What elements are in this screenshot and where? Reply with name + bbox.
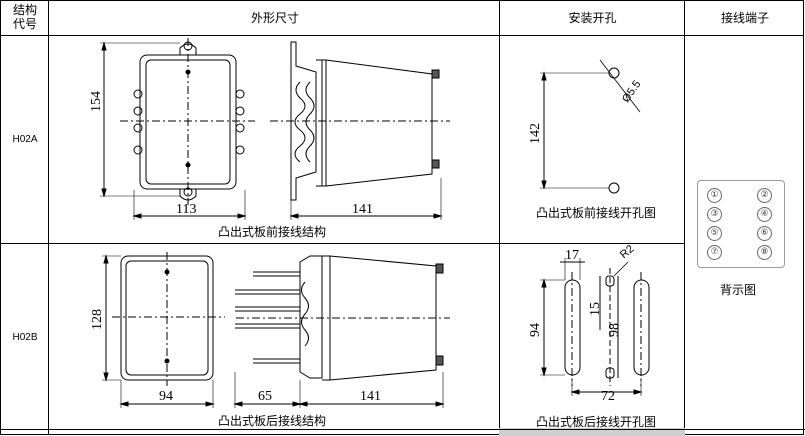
header-terminal: 接线端子 [720, 11, 769, 25]
header-code-line2: 代号 [12, 17, 37, 31]
h02b-dim-height: 128 [90, 309, 105, 330]
h02b-mount-slot-length: 94 [528, 323, 543, 337]
terminal-8: ⑧ [757, 245, 772, 260]
terminal-1: ① [707, 188, 722, 203]
h02a-side-view [270, 41, 450, 220]
h02b-front-view [102, 252, 225, 408]
h02a-mount-diagram [540, 59, 641, 194]
header-dims: 外形尺寸 [250, 11, 299, 25]
row-code-h02a: H02A [12, 134, 38, 145]
h02b-side-view [233, 255, 450, 408]
h02b-mount-slot-width: 17 [565, 248, 579, 263]
header-mount: 安装开孔 [568, 11, 617, 25]
h02b-dim-depth: 141 [360, 389, 381, 404]
terminal-back-view: ① ② ③ ④ ⑤ ⑥ ⑦ ⑧ [697, 180, 785, 268]
terminal-5: ⑤ [707, 226, 722, 241]
h02b-dim-rear: 65 [258, 389, 272, 404]
h02a-dim-height: 154 [89, 91, 104, 112]
h02a-front-view [100, 38, 255, 220]
header-code: 结构 代号 [4, 3, 46, 31]
h02b-dim-width: 94 [159, 389, 173, 404]
h02b-mount-spacing: 72 [601, 389, 615, 404]
h02a-dim-width: 113 [176, 202, 197, 217]
terminal-6: ⑥ [757, 226, 772, 241]
terminal-caption: 背示图 [720, 283, 757, 297]
terminal-2: ② [757, 188, 772, 203]
h02a-mount-caption: 凸出式板前接线开孔图 [536, 206, 657, 220]
h02b-dims-caption: 凸出式板后接线结构 [218, 414, 327, 428]
header-code-line1: 结构 [12, 3, 37, 17]
h02a-mount-height: 142 [528, 123, 543, 144]
h02b-mount-pitch: 98 [607, 323, 622, 337]
h02a-dims-caption: 凸出式板前接线结构 [218, 225, 327, 239]
row-code-h02b: H02B [12, 332, 38, 343]
terminal-7: ⑦ [707, 245, 722, 260]
terminal-4: ④ [757, 207, 772, 222]
terminal-3: ③ [707, 207, 722, 222]
h02b-mount-caption: 凸出式板后接线开孔图 [536, 415, 657, 429]
h02a-dim-depth: 141 [352, 202, 373, 217]
h02b-mount-inner: 15 [588, 302, 603, 316]
h02b-mount-diagram [540, 258, 650, 396]
